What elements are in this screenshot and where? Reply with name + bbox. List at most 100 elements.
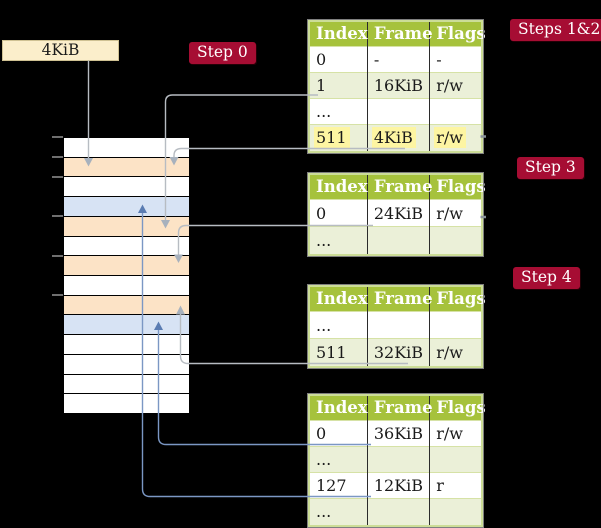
table-cell: 511 bbox=[310, 124, 368, 151]
memory-frame-row-12 bbox=[64, 374, 189, 394]
table-row: ... bbox=[310, 226, 481, 254]
cell-text: ... bbox=[316, 230, 332, 250]
cell-text: r/w bbox=[436, 424, 463, 443]
memory-tick bbox=[52, 254, 63, 257]
cell-text: 32KiB bbox=[373, 342, 424, 362]
table-row: 1 16KiB r/w bbox=[310, 72, 481, 99]
cell-text: 1 bbox=[316, 76, 327, 95]
cell-text: ... bbox=[316, 102, 332, 121]
memory-frame-row-6 bbox=[64, 256, 189, 276]
column-header-index: Index bbox=[310, 286, 368, 312]
memory-frame-row-10 bbox=[64, 335, 189, 354]
memory-frame-row-7 bbox=[64, 276, 189, 295]
memory-tick bbox=[52, 136, 63, 138]
table-cell bbox=[366, 311, 430, 339]
table-cell bbox=[366, 98, 430, 125]
memory-frame-row-5 bbox=[64, 236, 189, 256]
cell-text: r/w bbox=[436, 203, 463, 223]
memory-frame-row-1 bbox=[64, 157, 189, 177]
badge-step-4: Step 4 bbox=[513, 267, 580, 290]
cell-text: r/w bbox=[434, 127, 466, 149]
cell-text: 36KiB bbox=[373, 424, 424, 443]
table-row: ... bbox=[310, 98, 481, 125]
column-header-index: Index bbox=[310, 21, 368, 47]
table-row: ... bbox=[310, 446, 481, 473]
cell-text: ... bbox=[316, 502, 332, 522]
column-header-frame: Frame bbox=[366, 395, 433, 421]
table-cell bbox=[429, 311, 481, 339]
cell-text: 0 bbox=[316, 50, 327, 69]
table-cell: 0 bbox=[310, 46, 368, 73]
table-cell: r/w bbox=[429, 124, 481, 151]
table-cell: r/w bbox=[429, 199, 481, 227]
table-cell: 4KiB bbox=[366, 124, 430, 151]
table-cell: - bbox=[366, 46, 430, 73]
cell-text: r/w bbox=[436, 76, 463, 95]
badge-step-0: Step 0 bbox=[189, 42, 256, 65]
table-cell bbox=[429, 98, 481, 125]
table-cell: r/w bbox=[429, 72, 481, 99]
table-cell: ... bbox=[310, 311, 368, 339]
table-row: ... bbox=[310, 311, 481, 339]
table-cell: ... bbox=[310, 226, 368, 254]
column-header-frame: Frame bbox=[366, 21, 433, 47]
table-row: 127 12KiB r bbox=[310, 472, 481, 499]
cell-text: 16KiB bbox=[373, 76, 424, 95]
cell-text: - bbox=[373, 50, 380, 69]
cell-text: 12KiB bbox=[373, 476, 424, 495]
memory-frame-row-4 bbox=[64, 216, 189, 236]
table-cell: 36KiB bbox=[366, 420, 430, 447]
memory-frame-row-11 bbox=[64, 354, 189, 374]
table-cell: 32KiB bbox=[366, 338, 430, 366]
cell-text: - bbox=[436, 50, 442, 69]
column-header-frame: Frame bbox=[366, 174, 433, 200]
table-cell: r/w bbox=[429, 338, 481, 366]
column-header-index: Index bbox=[310, 174, 368, 200]
table-row: 0 24KiB r/w bbox=[310, 199, 481, 227]
table-cell bbox=[366, 226, 430, 254]
cell-text: 24KiB bbox=[373, 203, 424, 223]
cell-text: 511 bbox=[314, 127, 350, 149]
column-header-flags: Flags bbox=[429, 174, 486, 200]
column-header-flags: Flags bbox=[429, 286, 486, 312]
cell-text: r bbox=[436, 476, 444, 495]
table-cell: 511 bbox=[310, 338, 368, 366]
badge-step-3: Step 3 bbox=[517, 157, 584, 180]
memory-frame-row-13 bbox=[64, 394, 189, 414]
memory-frame-row-9 bbox=[64, 315, 189, 335]
column-header-flags: Flags bbox=[429, 395, 486, 421]
column-header-frame: Frame bbox=[366, 286, 433, 312]
table-cell bbox=[429, 226, 481, 254]
table-cell bbox=[429, 498, 481, 525]
column-header-index: Index bbox=[310, 395, 368, 421]
table-cell: 24KiB bbox=[366, 199, 430, 227]
cell-text: 0 bbox=[316, 203, 327, 223]
table-cell: 0 bbox=[310, 199, 368, 227]
table-cell: 12KiB bbox=[366, 472, 430, 499]
frame-size-label: 4KiB bbox=[2, 40, 119, 61]
cell-text: 511 bbox=[316, 342, 347, 362]
table-cell bbox=[429, 446, 481, 473]
cell-text: ... bbox=[316, 450, 332, 469]
table-cell: r bbox=[429, 472, 481, 499]
table-cell: ... bbox=[310, 498, 368, 525]
table-cell: 16KiB bbox=[366, 72, 430, 99]
table-cell: 127 bbox=[310, 472, 368, 499]
cell-text: ... bbox=[316, 315, 332, 335]
table-cell: 0 bbox=[310, 420, 368, 447]
table-row: 0 - - bbox=[310, 46, 481, 73]
memory-tick bbox=[52, 294, 63, 297]
table-cell: 1 bbox=[310, 72, 368, 99]
cell-text: r/w bbox=[436, 342, 463, 362]
cell-text: 127 bbox=[316, 476, 347, 495]
table-cell bbox=[366, 498, 430, 525]
table-row: ... bbox=[310, 498, 481, 525]
memory-tick bbox=[52, 215, 63, 218]
table-cell: ... bbox=[310, 446, 368, 473]
